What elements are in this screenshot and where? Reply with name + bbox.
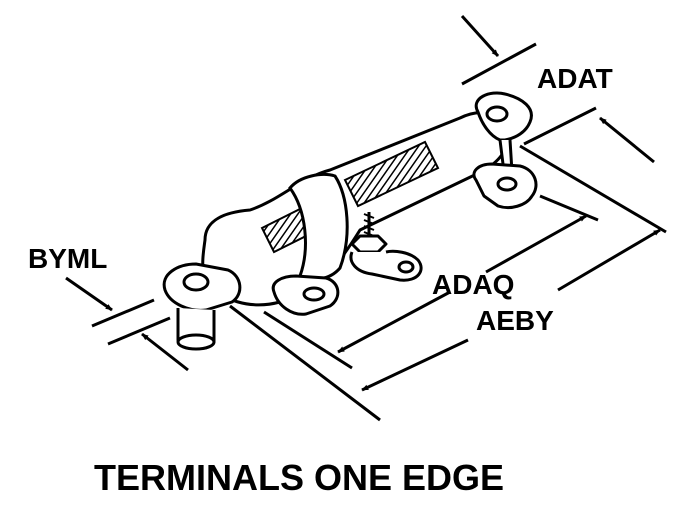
dimension-lines xyxy=(91,42,667,422)
center-clamp-band xyxy=(288,173,349,281)
caption: TERMINALS ONE EDGE xyxy=(94,457,504,498)
label-byml: BYML xyxy=(28,243,107,274)
label-aeby: AEBY xyxy=(476,305,554,336)
label-adaq: ADAQ xyxy=(432,269,514,300)
terminal-top-right xyxy=(472,91,538,210)
adjustable-tap xyxy=(349,212,423,282)
dimension-arrows xyxy=(65,14,661,392)
label-adat: ADAT xyxy=(537,63,613,94)
terminal-bottom xyxy=(271,274,340,316)
terminal-left xyxy=(162,262,242,351)
